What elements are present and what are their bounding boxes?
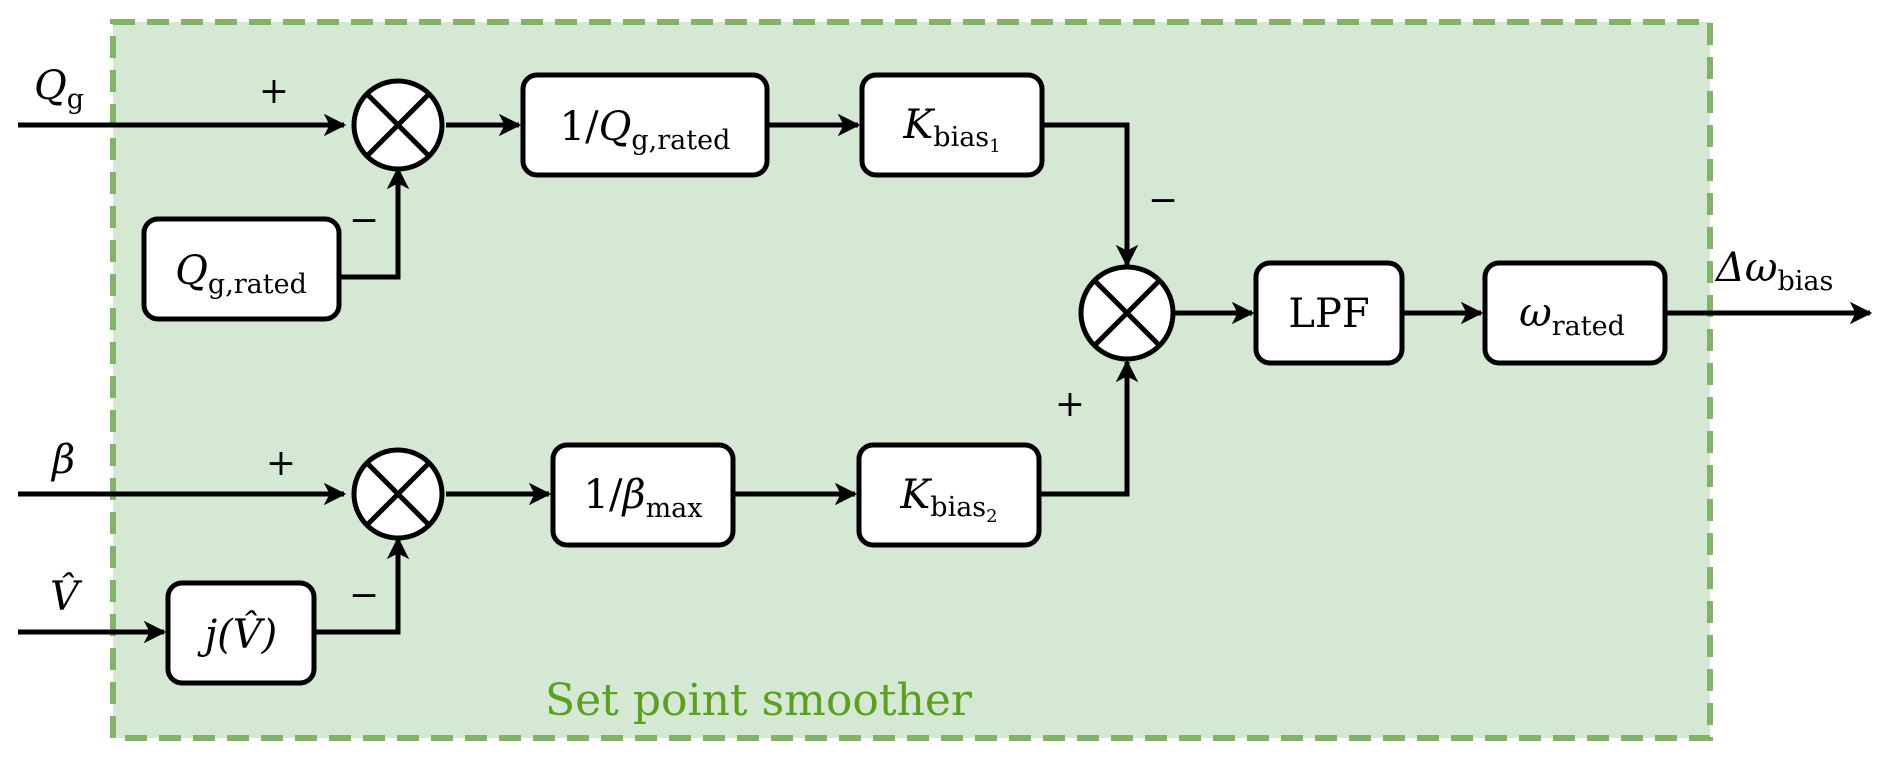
block-j-vhat: j(V̂)	[165, 580, 317, 686]
svg-text:LPF: LPF	[1288, 291, 1369, 337]
block-inverse-beta-max: 1/βmax	[550, 442, 736, 548]
block-omega-rated: ωrated	[1482, 260, 1668, 366]
input-label-vhat: V̂	[50, 574, 83, 620]
sign-j-minus: −	[349, 575, 379, 616]
summing-junction-top	[351, 78, 445, 172]
region-title: Set point smoother	[545, 675, 973, 726]
sign-qg-plus: +	[259, 71, 289, 112]
wire-k2-to-sum3	[1039, 359, 1139, 497]
svg-text:Kbias2: Kbias2	[899, 472, 997, 527]
block-qg-rated: Qg,rated	[141, 216, 342, 322]
block-k-bias-2: Kbias2	[856, 442, 1042, 548]
svg-text:Kbias1: Kbias1	[902, 102, 1000, 157]
block-inverse-qg-rated: 1/Qg,rated	[520, 72, 770, 178]
svg-text:Qg,rated: Qg,rated	[175, 248, 307, 300]
svg-text:j(V̂): j(V̂)	[197, 612, 278, 658]
svg-text:ωrated: ωrated	[1519, 290, 1625, 342]
sign-k2-plus: +	[1055, 384, 1085, 425]
signal-wires	[18, 113, 1873, 644]
block-lpf: LPF	[1253, 260, 1405, 366]
wire-k1-to-sum3	[1041, 122, 1139, 268]
svg-text:1/Qg,rated: 1/Qg,rated	[560, 104, 731, 156]
output-label-delta-omega-bias: Δωbias	[1714, 245, 1833, 297]
wire-j-to-sum	[316, 536, 410, 635]
sign-k1-minus: −	[1148, 180, 1178, 221]
sign-beta-plus: +	[266, 443, 296, 484]
block-k-bias-1: Kbias1	[859, 72, 1045, 178]
svg-text:1/βmax: 1/βmax	[584, 472, 703, 524]
sign-qg-rated-minus: −	[349, 200, 379, 241]
input-label-beta: β	[50, 437, 75, 483]
summing-junction-bottom	[351, 447, 445, 541]
summing-junction-main	[1078, 264, 1176, 362]
wire-qgrated-to-sum	[339, 166, 410, 280]
input-label-qg: Qg	[34, 63, 84, 115]
